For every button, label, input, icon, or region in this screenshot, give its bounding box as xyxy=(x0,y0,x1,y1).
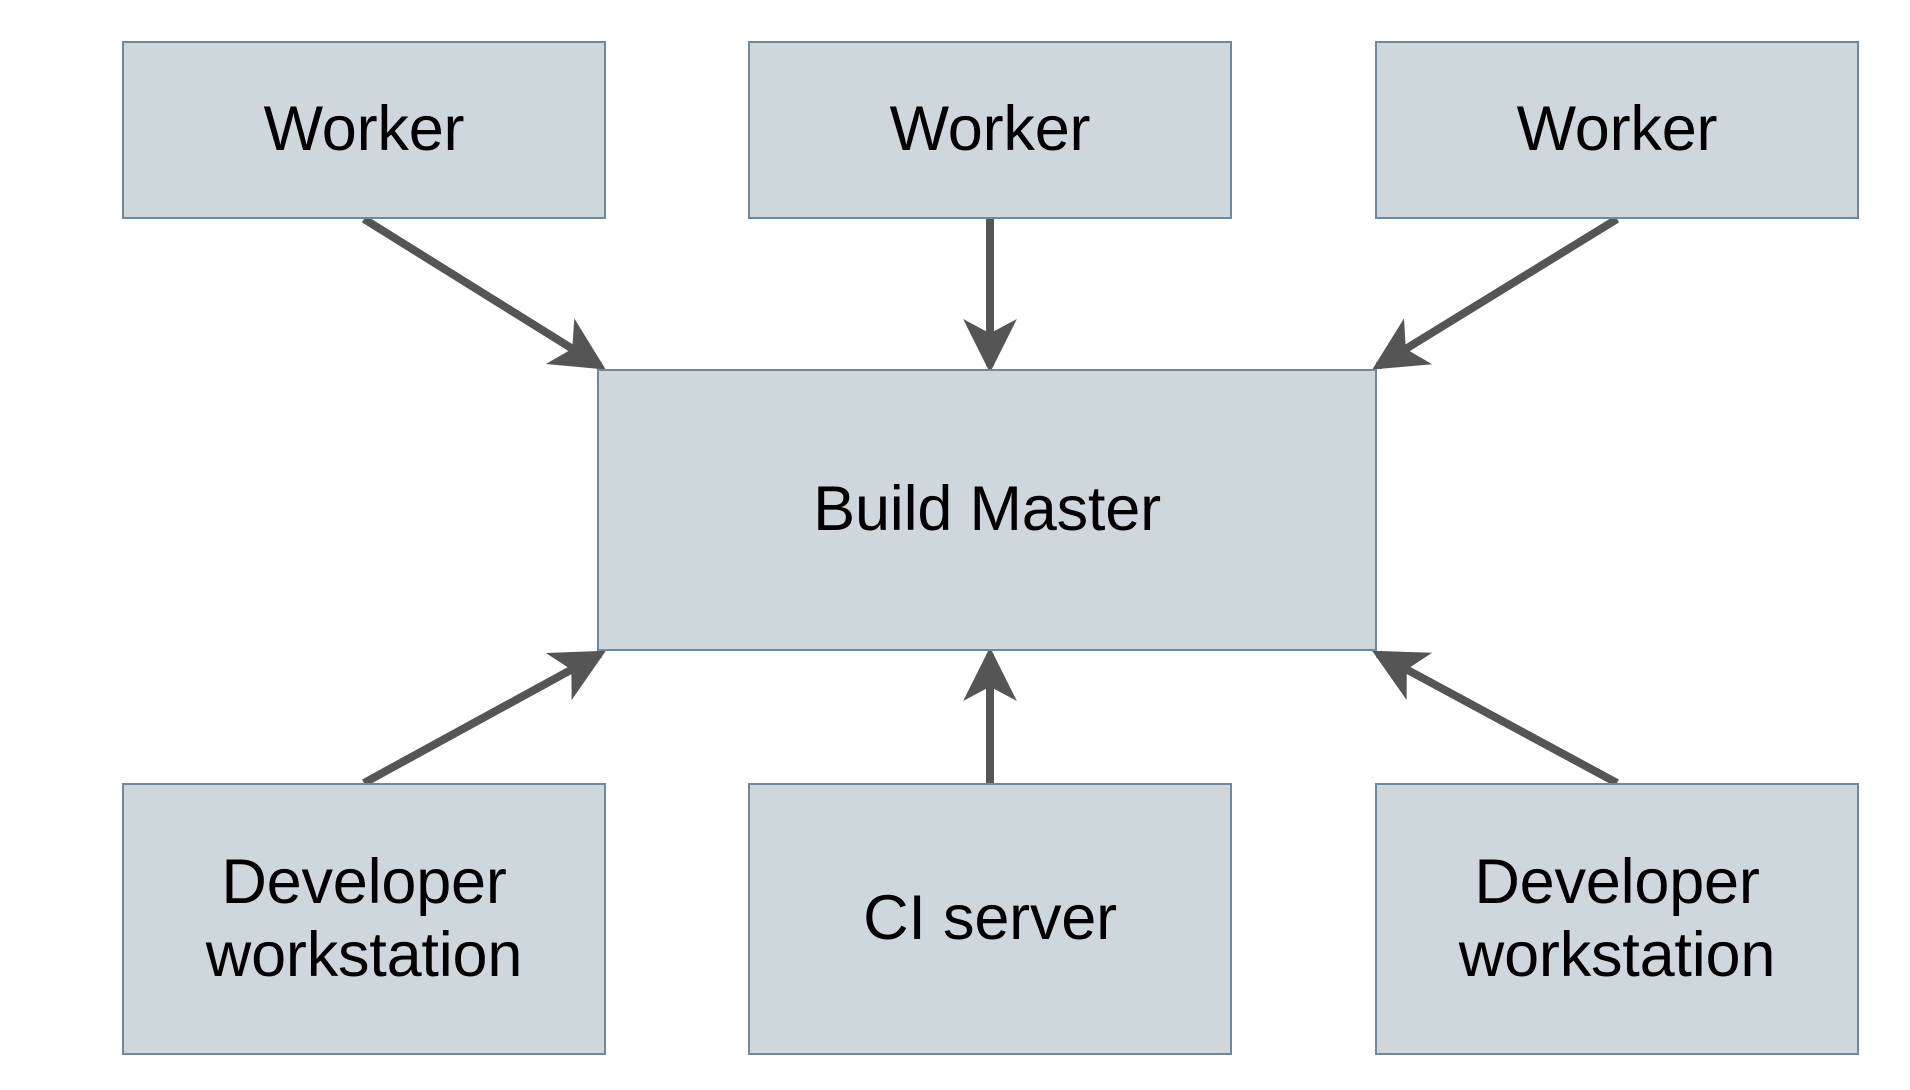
edge-dev-right-to-build-master xyxy=(1372,650,1619,787)
node-developer-workstation-left[interactable]: Developer workstation xyxy=(122,783,606,1055)
node-developer-workstation-right-label: Developer workstation xyxy=(1458,846,1776,990)
edge-worker-right-to-build-master xyxy=(1372,215,1620,370)
node-ci-server[interactable]: CI server xyxy=(748,783,1232,1055)
node-worker-mid-label: Worker xyxy=(889,94,1091,165)
node-worker-right[interactable]: Worker xyxy=(1375,41,1859,219)
node-build-master-label: Build Master xyxy=(813,474,1161,545)
edge-dev-left-to-build-master xyxy=(362,650,606,787)
edge-worker-left-to-build-master xyxy=(361,215,606,370)
node-developer-workstation-right[interactable]: Developer workstation xyxy=(1375,783,1859,1055)
node-ci-server-label: CI server xyxy=(863,883,1117,954)
node-build-master[interactable]: Build Master xyxy=(597,369,1377,651)
node-developer-workstation-left-label: Developer workstation xyxy=(205,846,523,990)
node-worker-left-label: Worker xyxy=(263,94,465,165)
node-worker-mid[interactable]: Worker xyxy=(748,41,1232,219)
node-worker-right-label: Worker xyxy=(1516,94,1718,165)
node-worker-left[interactable]: Worker xyxy=(122,41,606,219)
